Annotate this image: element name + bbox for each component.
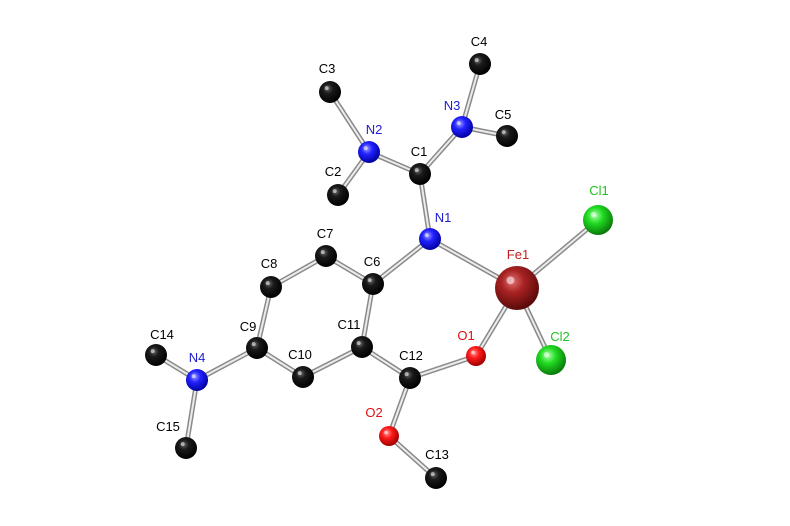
atom-n1	[419, 228, 441, 250]
atom-highlight-c13	[430, 472, 435, 477]
atom-label-c12: C12	[399, 348, 423, 363]
atom-highlight-o2	[384, 430, 388, 435]
atom-label-c15: C15	[156, 419, 180, 434]
atom-label-o2: O2	[365, 405, 382, 420]
bond-highlight-C12-O1	[409, 355, 477, 379]
atom-highlight-fe1	[506, 276, 515, 285]
atom-highlight-n2	[363, 146, 368, 151]
atom-highlight-c8	[265, 281, 270, 286]
atoms-layer	[145, 53, 613, 489]
atom-highlight-c2	[332, 189, 337, 194]
atom-label-o1: O1	[457, 328, 474, 343]
atom-highlight-c9	[251, 342, 256, 347]
atom-label-c9: C9	[240, 319, 257, 334]
atom-n4	[186, 369, 208, 391]
atom-highlight-c15	[180, 442, 185, 447]
atom-highlight-c11	[356, 341, 361, 346]
atom-fe1	[495, 266, 539, 310]
atom-n2	[358, 141, 380, 163]
atom-highlight-c6	[367, 278, 372, 283]
atom-highlight-c14	[150, 349, 155, 354]
atom-n3	[451, 116, 473, 138]
atom-label-n1: N1	[435, 210, 452, 225]
atom-label-c11: C11	[338, 317, 361, 332]
atom-highlight-c4	[474, 58, 479, 63]
atom-label-c6: C6	[364, 254, 381, 269]
atom-c9	[246, 337, 268, 359]
atom-highlight-c3	[324, 86, 329, 91]
atom-o1	[466, 346, 486, 366]
atom-label-fe1: Fe1	[507, 247, 529, 262]
atom-c11	[351, 336, 373, 358]
atom-highlight-c10	[297, 371, 302, 376]
atom-label-c7: C7	[317, 226, 334, 241]
atom-highlight-n1	[424, 233, 429, 238]
bond-highlight-N1-C6	[372, 238, 431, 285]
atom-cl1	[583, 205, 613, 235]
atom-c2	[327, 184, 349, 206]
atom-label-n4: N4	[189, 350, 206, 365]
atom-c14	[145, 344, 167, 366]
atom-c7	[315, 245, 337, 267]
atom-c10	[292, 366, 314, 388]
atom-label-cl1: Cl1	[589, 183, 609, 198]
atom-c13	[425, 467, 447, 489]
atom-label-cl2: Cl2	[550, 329, 570, 344]
atom-c4	[469, 53, 491, 75]
atom-highlight-c5	[501, 130, 506, 135]
atom-label-c3: C3	[319, 61, 336, 76]
atom-c1	[409, 163, 431, 185]
atom-label-n3: N3	[444, 98, 461, 113]
atom-label-c2: C2	[325, 164, 342, 179]
atom-c12	[399, 367, 421, 389]
bond-highlight-N4-C15	[185, 379, 198, 449]
atom-label-c13: C13	[425, 447, 449, 462]
atom-highlight-o1	[471, 350, 475, 355]
atom-c15	[175, 437, 197, 459]
atom-c5	[496, 125, 518, 147]
atom-cl2	[536, 345, 566, 375]
atom-highlight-cl1	[590, 212, 597, 218]
atom-highlight-n3	[456, 121, 461, 126]
bond-highlight-C9-N4	[196, 347, 258, 381]
atom-highlight-n4	[191, 374, 196, 379]
atom-highlight-cl2	[543, 352, 550, 358]
atom-label-c10: C10	[288, 347, 312, 362]
atom-o2	[379, 426, 399, 446]
atom-label-c14: C14	[150, 327, 174, 342]
atom-c8	[260, 276, 282, 298]
atom-label-c5: C5	[495, 107, 512, 122]
atom-label-n2: N2	[366, 122, 383, 137]
atom-c3	[319, 81, 341, 103]
atom-highlight-c7	[320, 250, 325, 255]
atom-highlight-c1	[414, 168, 419, 173]
atom-c6	[362, 273, 384, 295]
atom-highlight-c12	[404, 372, 409, 377]
bond-highlight-C3-N2	[329, 91, 370, 153]
bond-highlight-C10-C11	[302, 346, 363, 378]
atom-label-c1: C1	[411, 144, 428, 159]
atom-label-c8: C8	[261, 256, 278, 271]
atom-label-c4: C4	[471, 34, 488, 49]
